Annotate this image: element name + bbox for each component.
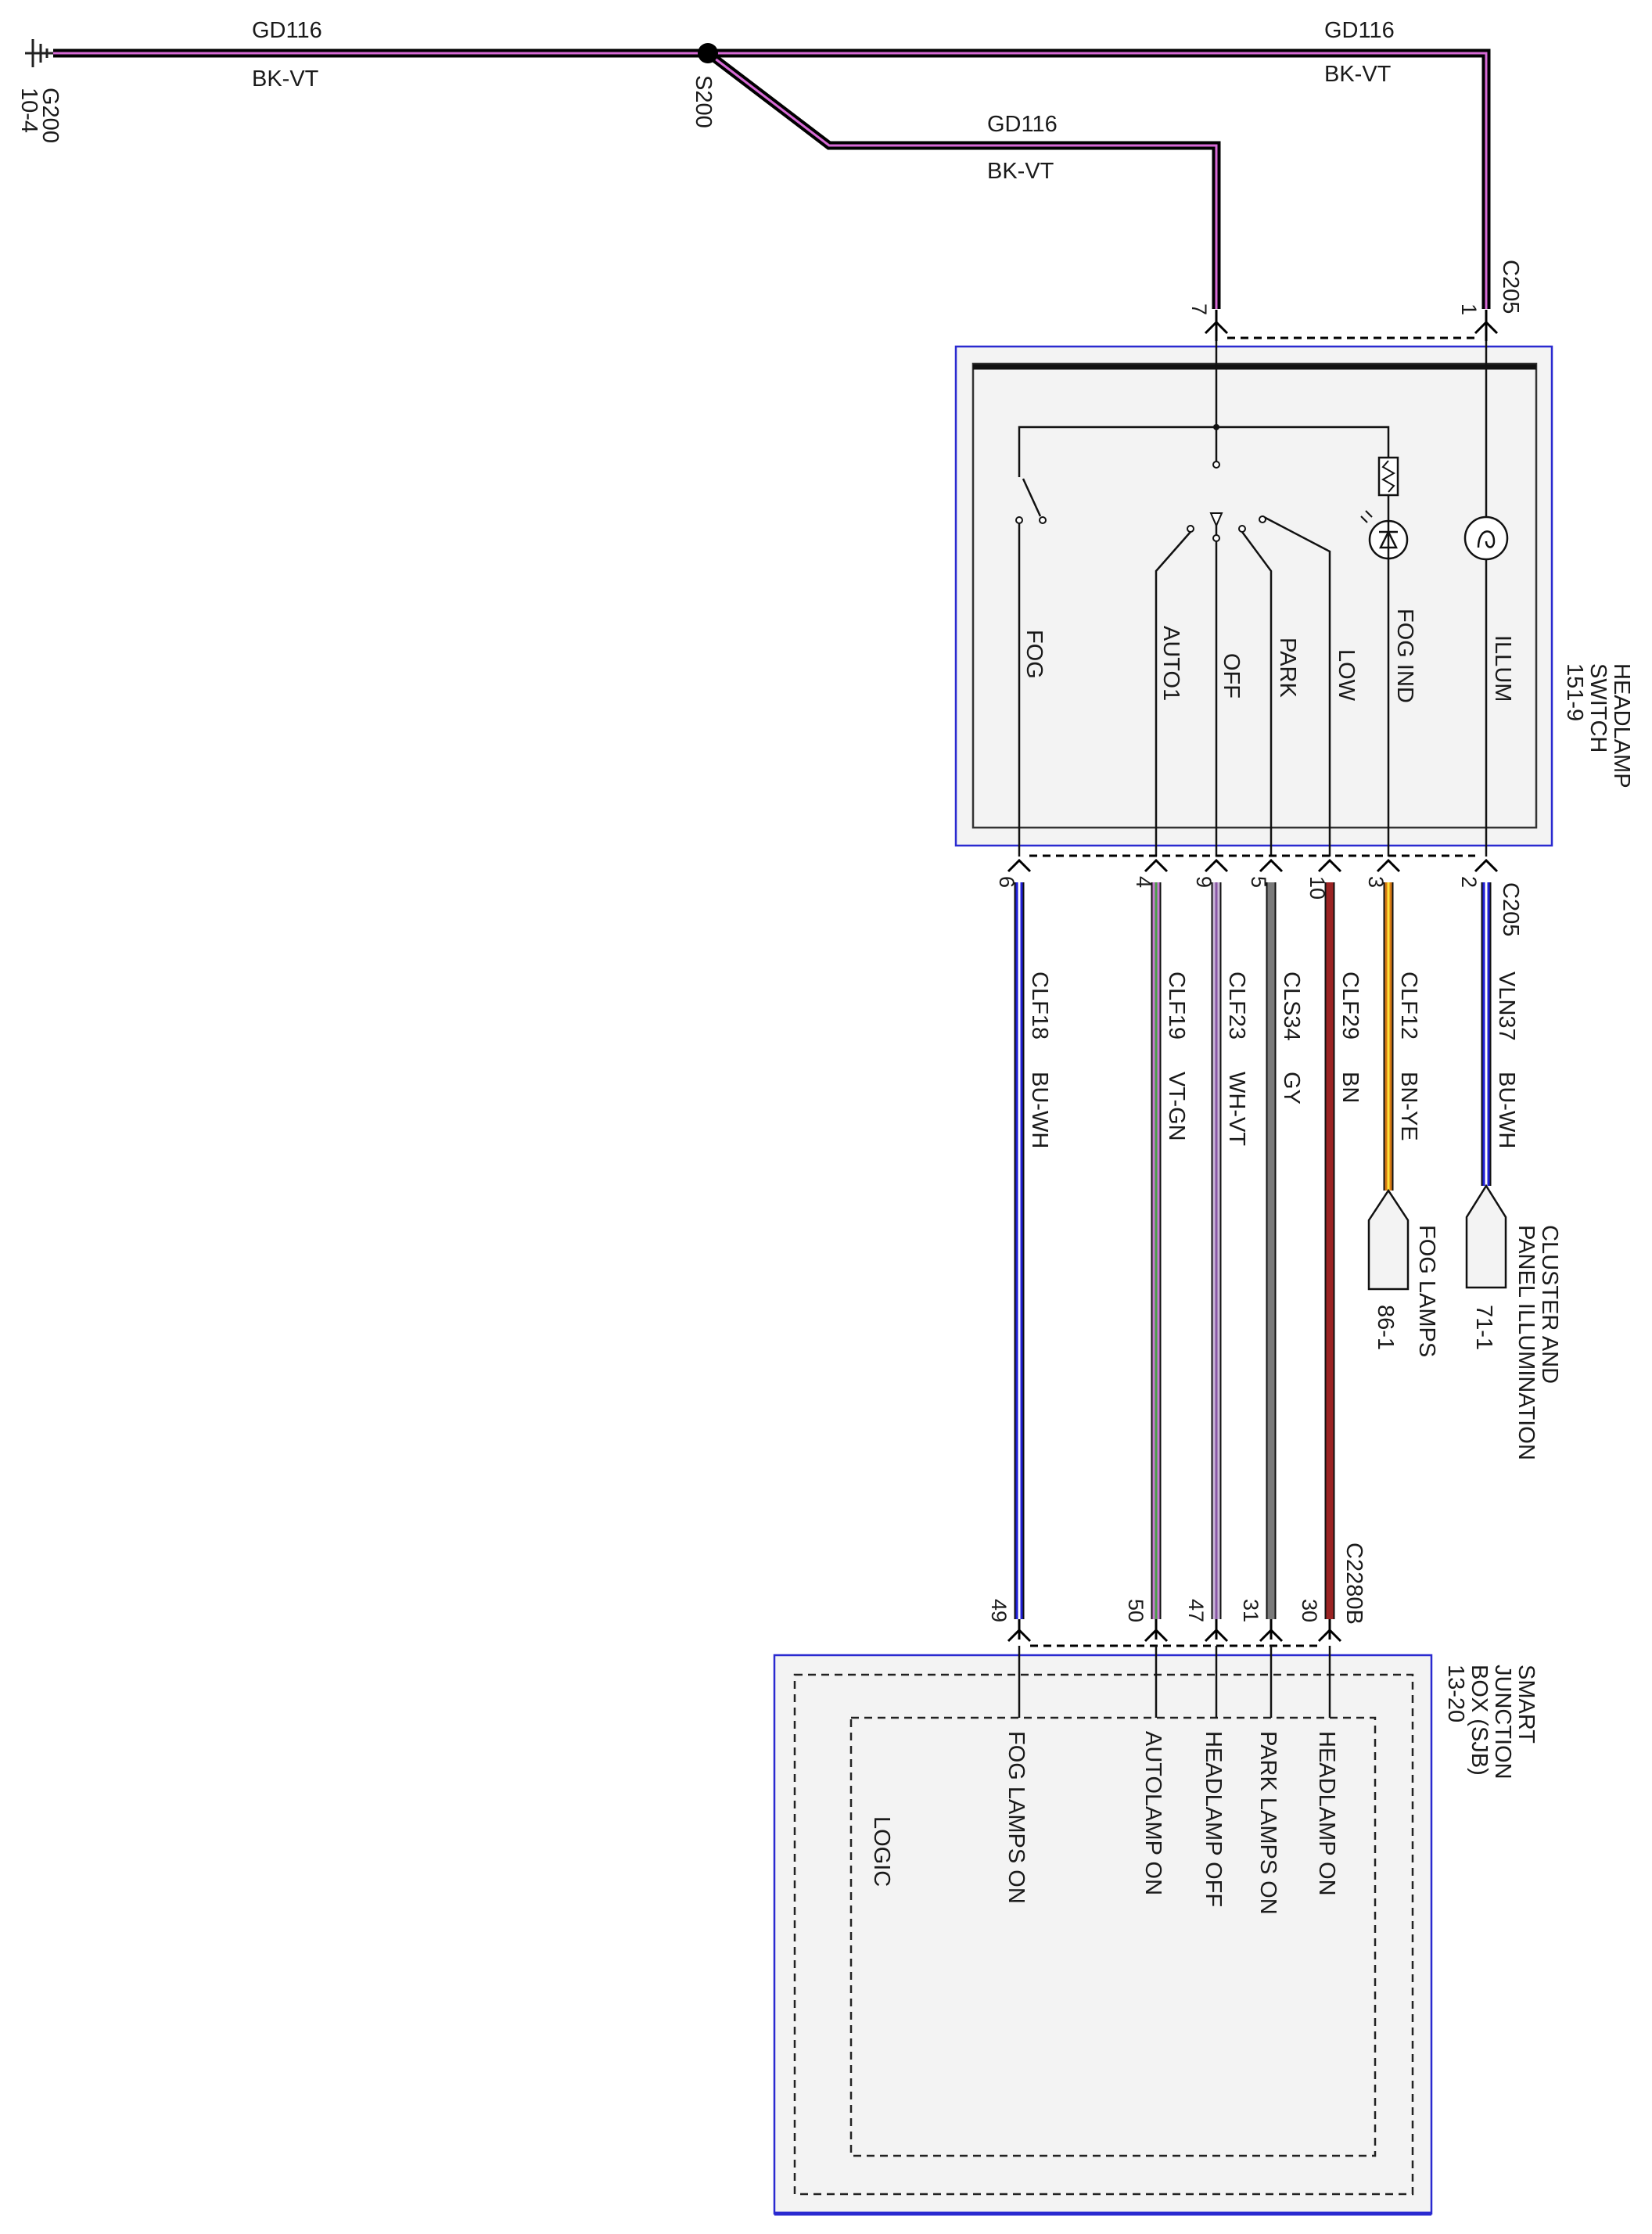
reference-cluster-label-line1: CLUSTER AND <box>1537 1225 1562 1384</box>
sjb-pin-30: 30 <box>1298 1599 1321 1622</box>
function-label-park: PARK <box>1275 638 1300 698</box>
wire-circuit-cls34: CLS34 <box>1279 972 1304 1041</box>
wire-circuit-clf12: CLF12 <box>1396 972 1421 1040</box>
function-label-fog-ind: FOG IND <box>1392 609 1417 703</box>
reference-tag-cluster-illumination[interactable] <box>1465 1183 1507 1289</box>
function-label-off: OFF <box>1219 653 1244 699</box>
wire-circuit-clf19: CLF19 <box>1164 972 1189 1040</box>
wire-circuit-vln37: VLN37 <box>1494 972 1519 1041</box>
wire-color-vln37: BU-WH <box>1494 1072 1519 1148</box>
wire-color-clf29: BN <box>1338 1072 1363 1103</box>
wire-color-clf18: BU-WH <box>1027 1072 1052 1148</box>
sjb-pin-47: 47 <box>1184 1599 1208 1622</box>
sjb-logic-label: LOGIC <box>869 1816 894 1887</box>
ground-label: G200 <box>38 88 63 143</box>
switch-pin-9: 9 <box>1192 876 1216 888</box>
wire-label-gd116-left: GD116 <box>252 18 322 43</box>
top-pin-1: 1 <box>1457 303 1481 315</box>
sjb-name-line1: SMART <box>1514 1665 1539 1744</box>
switch-internals <box>1018 341 1488 857</box>
wire-color-bk-vt-left: BK-VT <box>252 66 319 92</box>
reference-tag-fog-lamps[interactable] <box>1367 1188 1410 1291</box>
switch-pin-2: 2 <box>1457 876 1481 888</box>
sjb-name: SMART JUNCTION BOX (SJB) 13-20 <box>1443 1665 1539 1780</box>
ground-page-ref: 10-4 <box>16 88 41 133</box>
sjb-pin-50: 50 <box>1124 1599 1147 1622</box>
wire-circuit-clf23: CLF23 <box>1224 972 1249 1040</box>
switch-pin-6: 6 <box>995 876 1018 888</box>
switch-pin-4: 4 <box>1132 876 1155 888</box>
splice-s200-dot <box>698 43 718 63</box>
lamp-bulb-icon <box>1463 515 1509 561</box>
sjb-name-line3: BOX (SJB) <box>1467 1665 1492 1776</box>
reference-cluster-label-line2: PANEL ILLUMINATION <box>1514 1225 1539 1460</box>
function-label-fog: FOG <box>1022 630 1047 679</box>
reference-cluster-page: 71-1 <box>1471 1305 1496 1350</box>
wire-color-cls34: GY <box>1279 1072 1304 1104</box>
ground-id: G200 <box>38 88 63 143</box>
wire-circuit-clf18: CLF18 <box>1027 972 1052 1040</box>
sjb-pin-49: 49 <box>987 1599 1011 1622</box>
ground-page: 10-4 <box>16 88 41 133</box>
led-indicator-icon <box>1360 510 1409 563</box>
switch-bottom-connector-label: C205 <box>1498 882 1523 936</box>
function-label-auto1: AUTO1 <box>1158 626 1183 701</box>
headlamp-switch-name-line3: 151-9 <box>1562 663 1587 721</box>
sjb-box <box>773 1654 1433 2215</box>
sjb-signal-park-lamps-on: PARK LAMPS ON <box>1255 1731 1280 1915</box>
wire-color-clf19: VT-GN <box>1164 1072 1189 1141</box>
sjb-name-line2: JUNCTION <box>1490 1665 1515 1780</box>
splice-label: S200 <box>691 75 716 128</box>
switch-bottom-connector-arrows <box>1007 854 1499 873</box>
sjb-pin-31: 31 <box>1239 1599 1262 1622</box>
resistor-icon <box>1377 456 1399 518</box>
ground-wires <box>53 48 1491 309</box>
wire-color-bk-vt-right: BK-VT <box>1324 62 1392 87</box>
sjb-name-line4: 13-20 <box>1443 1665 1468 1722</box>
sjb-signal-headlamp-off: HEADLAMP OFF <box>1201 1731 1226 1907</box>
headlamp-switch-name-line1: HEADLAMP <box>1609 663 1634 788</box>
function-label-illum: ILLUM <box>1490 635 1515 702</box>
switch-pin-3: 3 <box>1364 876 1388 888</box>
reference-fog-lamps-page: 86-1 <box>1373 1305 1398 1350</box>
sjb-internal-lines <box>1018 1646 1331 1718</box>
wire-color-bk-vt-middle: BK-VT <box>987 159 1054 184</box>
wire-circuit-clf29: CLF29 <box>1338 972 1363 1040</box>
wire-color-clf12: BN-YE <box>1396 1072 1421 1141</box>
sjb-connector-label: C2280B <box>1341 1543 1366 1625</box>
wire-color-clf23: WH-VT <box>1224 1072 1249 1146</box>
wire-gd116-middle <box>705 49 1221 309</box>
sjb-signal-headlamp-on: HEADLAMP ON <box>1314 1731 1339 1896</box>
wire-label-gd116-middle: GD116 <box>987 112 1058 137</box>
wire-label-gd116-right: GD116 <box>1324 18 1395 43</box>
top-pin-7: 7 <box>1187 303 1211 315</box>
ground-symbol-icon <box>25 39 55 67</box>
headlamp-switch-name-line2: SWITCH <box>1586 663 1611 752</box>
function-label-low: LOW <box>1334 649 1359 702</box>
headlamp-switch-name: HEADLAMP SWITCH 151-9 <box>1562 663 1634 788</box>
top-connector-label: C205 <box>1498 260 1523 314</box>
wire-gd116-right <box>708 48 1491 309</box>
reference-fog-lamps-label: FOG LAMPS <box>1414 1225 1439 1357</box>
headlamp-switch-box <box>954 345 1553 847</box>
sjb-signal-fog-lamps-on: FOG LAMPS ON <box>1004 1731 1029 1904</box>
switch-contact-dots <box>1015 461 1266 542</box>
switch-pin-5: 5 <box>1247 876 1270 888</box>
sjb-signal-autolamp-on: AUTOLAMP ON <box>1140 1731 1165 1895</box>
sjb-connector-arrows <box>1007 1619 1342 1647</box>
top-connector-arrows <box>1204 310 1499 341</box>
